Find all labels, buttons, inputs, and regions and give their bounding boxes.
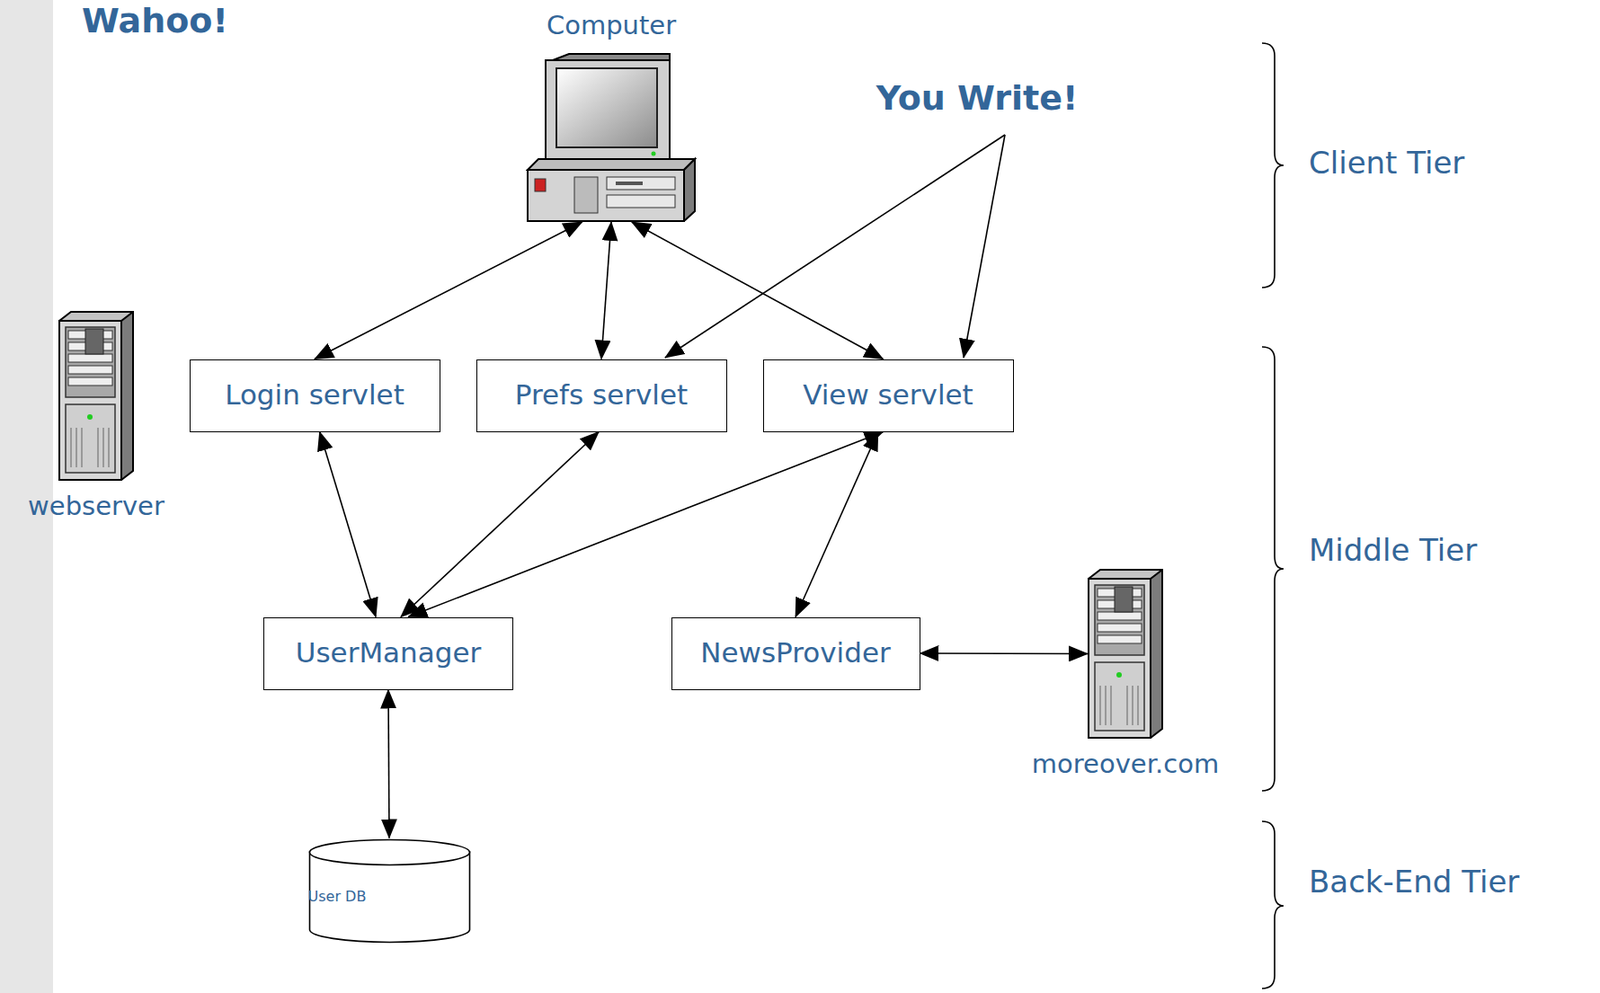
icon-part xyxy=(1097,612,1142,621)
tier-brace xyxy=(1262,346,1284,792)
icon-part xyxy=(68,377,113,386)
connector-arrow xyxy=(320,432,377,618)
node-label: UserManager xyxy=(295,637,482,670)
icon-part xyxy=(59,311,134,321)
server-node: Computer xyxy=(525,10,697,223)
icon-part xyxy=(606,195,676,208)
icon-part xyxy=(1088,569,1163,579)
connector-arrow xyxy=(388,690,390,839)
callout-note: You Write! xyxy=(876,79,1079,119)
icon-part xyxy=(1088,578,1151,738)
icon-part xyxy=(545,60,670,161)
connector-arrow xyxy=(631,222,884,360)
node-label: Computer xyxy=(546,10,676,41)
icon-part xyxy=(527,159,695,170)
connector-arrow xyxy=(920,652,1089,655)
icon-part xyxy=(87,414,93,420)
process-box: View servlet xyxy=(763,359,1014,433)
connector-arrow xyxy=(601,222,612,360)
process-box: UserManager xyxy=(263,617,514,691)
callout-arrow xyxy=(665,134,1005,358)
page-title: Wahoo! xyxy=(81,1,229,42)
icon-part xyxy=(1116,672,1122,678)
connector-arrow xyxy=(314,222,583,360)
node-label: webserver xyxy=(27,491,165,522)
icon-part xyxy=(1094,662,1145,731)
server-node: moreover.com xyxy=(1030,568,1222,780)
icon-part xyxy=(71,427,109,468)
server-icon xyxy=(1087,568,1164,739)
tier-label: Client Tier xyxy=(1308,145,1465,181)
icon-part xyxy=(552,53,670,160)
icon-part xyxy=(1097,635,1142,644)
icon-part xyxy=(68,354,113,363)
node-label: View servlet xyxy=(802,379,974,412)
icon-part xyxy=(1097,623,1142,632)
node-label: Login servlet xyxy=(224,379,405,412)
icon-part xyxy=(556,68,658,148)
server-node: webserver xyxy=(26,311,167,522)
icon-part xyxy=(68,365,113,374)
computer-icon xyxy=(525,53,697,223)
icon-part xyxy=(65,327,116,398)
node-label: User DB xyxy=(308,888,472,906)
callout-arrow xyxy=(963,134,1005,358)
tier-brace xyxy=(1262,43,1284,288)
connector-arrow xyxy=(408,432,883,618)
icon-part xyxy=(574,177,598,214)
icon-part xyxy=(534,178,546,192)
icon-part xyxy=(1114,586,1133,613)
icon-part xyxy=(59,320,122,480)
icon-part xyxy=(651,151,657,157)
process-box: NewsProvider xyxy=(671,617,921,691)
node-label: Prefs servlet xyxy=(515,379,688,412)
icon-part xyxy=(684,159,695,222)
icon-part xyxy=(309,839,470,865)
node-label: moreover.com xyxy=(1031,749,1219,780)
tier-label: Middle Tier xyxy=(1308,533,1477,569)
process-box: Login servlet xyxy=(189,359,441,433)
node-label: NewsProvider xyxy=(700,637,890,670)
tier-brace xyxy=(1262,821,1284,989)
process-box: Prefs servlet xyxy=(476,359,728,433)
icon-part xyxy=(615,181,643,186)
tier-label: Back-End Tier xyxy=(1308,864,1520,900)
connector-arrow xyxy=(400,432,599,618)
server-icon xyxy=(58,311,134,481)
icon-part xyxy=(85,328,104,355)
database-cylinder: User DB xyxy=(308,838,472,944)
connector-arrow xyxy=(795,432,879,618)
icon-part xyxy=(65,404,116,473)
icon-part xyxy=(1100,685,1138,726)
icon-part xyxy=(606,177,676,190)
icon-part xyxy=(1094,585,1145,656)
icon-part xyxy=(527,169,685,222)
